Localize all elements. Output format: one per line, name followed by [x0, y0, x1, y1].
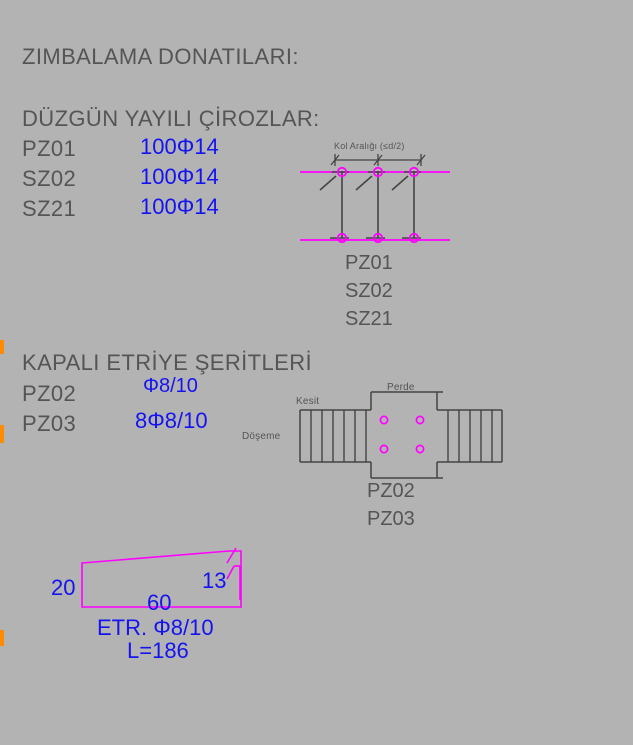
group1-row-0-rebar: 100Φ14: [140, 134, 219, 159]
slab-left-outline: [299, 409, 371, 463]
ciroz-rebar-dot-1-top: [336, 166, 348, 178]
edge-mark-top: [0, 340, 4, 354]
slab-right-hatch: [447, 410, 493, 462]
wall-outline: [370, 391, 443, 479]
group1-title: DÜZGÜN YAYILI ÇİROZLAR:: [22, 106, 320, 131]
label-wall: Perde: [387, 382, 415, 393]
group2-row-0-mark: PZ02: [22, 381, 77, 406]
section-caption-1: PZ03: [367, 508, 415, 530]
wall-rebar-dot-2: [415, 415, 425, 425]
group1-row-0-mark: PZ01: [22, 136, 77, 161]
group2-row-1-rebar: 8Φ8/10: [135, 408, 208, 433]
label-slab: Döşeme: [242, 431, 281, 442]
group1-row-1-rebar: 100Φ14: [140, 164, 219, 189]
edge-mark-mid: [0, 425, 4, 443]
group1-row-1-mark: SZ02: [22, 166, 77, 191]
stirrup-length: L=186: [127, 638, 189, 663]
label-section: Kesit: [296, 396, 320, 407]
ciroz-caption-1: SZ02: [345, 280, 393, 302]
slab-left-hatch: [310, 410, 367, 462]
stirrup-callout: ETR. Φ8/10: [97, 615, 214, 640]
section-caption-0: PZ02: [367, 480, 415, 502]
ciroz-dimension-label: Kol Aralığı (≤d/2): [334, 141, 405, 151]
wall-rebar-dot-3: [379, 444, 389, 454]
ciroz-caption-2: SZ21: [345, 308, 393, 330]
page-title: ZIMBALAMA DONATILARI:: [22, 44, 299, 69]
stirrup-dim-right: 13: [202, 568, 227, 593]
ciroz-rebar-dot-3-top: [408, 166, 420, 178]
ciroz-caption-0: PZ01: [345, 252, 393, 274]
group1-row-2-rebar: 100Φ14: [140, 194, 219, 219]
stirrup-dim-bottom: 60: [147, 590, 172, 615]
ciroz-rebar-dot-2-top: [372, 166, 384, 178]
ciroz-rebar-dot-1-bottom: [336, 232, 348, 244]
ciroz-rebar-dot-3-bottom: [408, 232, 420, 244]
ciroz-rebar-dot-2-bottom: [372, 232, 384, 244]
ciroz-dimension-line: [330, 154, 426, 166]
group2-row-0-rebar: Φ8/10: [143, 375, 198, 397]
stirrup-outline: [81, 547, 242, 608]
wall-rebar-dot-4: [415, 444, 425, 454]
group2-row-1-mark: PZ03: [22, 411, 77, 436]
group1-row-2-mark: SZ21: [22, 196, 77, 221]
wall-rebar-dot-1: [379, 415, 389, 425]
edge-mark-bottom: [0, 630, 4, 646]
stirrup-dim-left: 20: [51, 575, 76, 600]
group2-title: KAPALI ETRİYE ŞERİTLERİ: [22, 350, 312, 375]
